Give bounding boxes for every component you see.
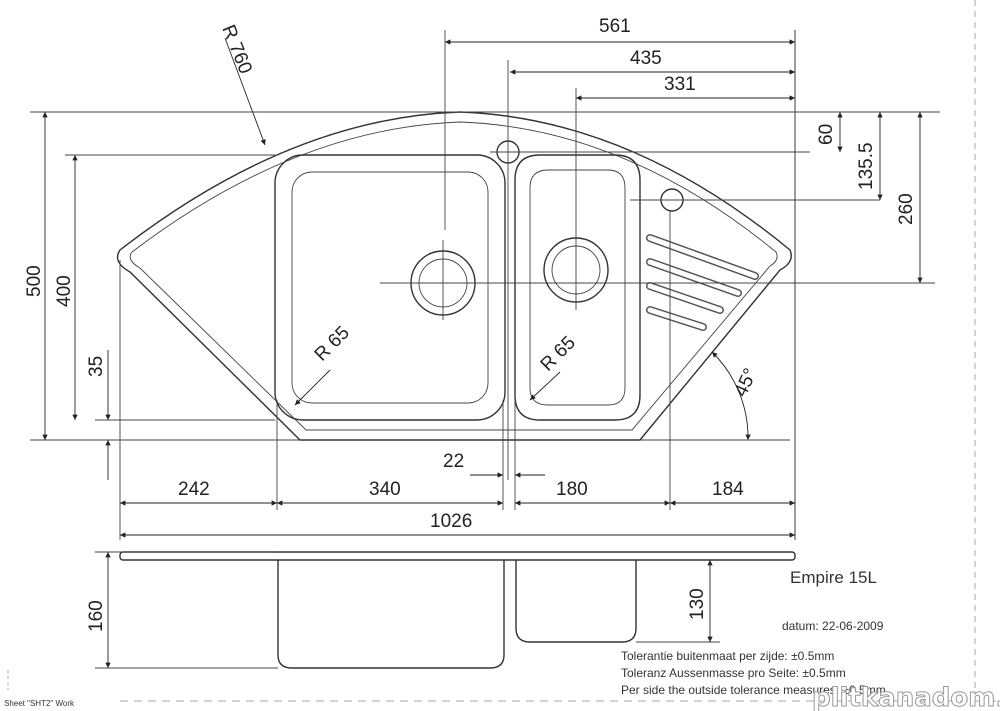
title-block: Empire 15L datum: 22-06-2009 Tolerantie … xyxy=(4,568,886,708)
dim-400: 400 xyxy=(54,275,75,307)
dim-r65-left: R 65 xyxy=(311,322,354,365)
dim-340: 340 xyxy=(369,479,401,500)
right-bowl xyxy=(514,154,641,421)
dim-r760: R 760 xyxy=(217,22,255,77)
dim-135-5: 135.5 xyxy=(856,142,877,190)
model-title: Empire 15L xyxy=(790,568,877,587)
dim-1026: 1026 xyxy=(430,511,472,532)
sheet-border xyxy=(7,0,1000,702)
dim-500: 500 xyxy=(24,265,45,297)
dim-r65-right: R 65 xyxy=(537,332,580,375)
left-bowl xyxy=(274,154,506,421)
sink-side-view xyxy=(95,551,796,669)
watermark: plitkanadom.ru xyxy=(812,683,1000,711)
date-label: datum: 22-06-2009 xyxy=(782,619,884,633)
dim-130: 130 xyxy=(687,588,708,620)
dim-45-deg: 45° xyxy=(730,365,761,400)
dimension-lines xyxy=(30,30,940,540)
tolerance-en: Per side the outside tolerance measures:… xyxy=(621,683,886,697)
dim-242: 242 xyxy=(178,479,210,500)
dim-435: 435 xyxy=(630,48,662,69)
sheet-label: Sheet "SHT2" Work xyxy=(4,699,75,708)
dim-331: 331 xyxy=(664,74,696,95)
dim-60: 60 xyxy=(816,124,837,145)
dim-260: 260 xyxy=(896,193,917,225)
dim-180: 180 xyxy=(556,479,588,500)
dim-561: 561 xyxy=(599,16,631,37)
dim-22: 22 xyxy=(443,451,464,472)
dimension-labels: 561 435 331 R 760 60 135.5 260 500 400 3… xyxy=(24,16,917,632)
dim-184: 184 xyxy=(712,479,744,500)
tolerance-nl: Tolerantie buitenmaat per zijde: ±0.5mm xyxy=(621,649,834,663)
sink-top-view xyxy=(116,30,935,480)
tolerance-de: Toleranz Aussenmasse pro Seite: ±0.5mm xyxy=(621,666,846,680)
dim-160: 160 xyxy=(86,600,107,632)
dim-35: 35 xyxy=(86,356,107,377)
